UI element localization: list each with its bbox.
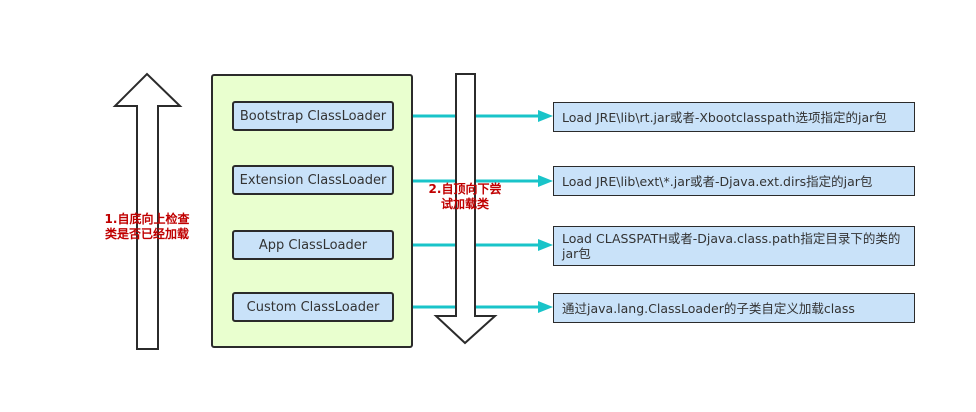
connector-app-head (538, 239, 553, 251)
up-arrow (112, 72, 183, 350)
extension-description: Load JRE\lib\ext\*.jar或者-Djava.ext.dirs指… (553, 166, 915, 196)
custom-classloader-box: Custom ClassLoader (232, 292, 394, 322)
connector-bootstrap-head (538, 110, 553, 122)
down-arrow (433, 73, 498, 345)
bootstrap-classloader-box: Bootstrap ClassLoader (232, 101, 394, 131)
bottom-up-note-line1: 1.自底向上检查 (104, 212, 190, 226)
top-down-note-line1: 2.自顶向下尝 (428, 182, 502, 196)
app-classloader-box: App ClassLoader (232, 230, 394, 260)
app-description: Load CLASSPATH或者-Djava.class.path指定目录下的类… (553, 226, 915, 266)
bootstrap-description: Load JRE\lib\rt.jar或者-Xbootclasspath选项指定… (553, 102, 915, 132)
extension-classloader-box: Extension ClassLoader (232, 165, 394, 195)
bottom-up-note: 1.自底向上检查 类是否已经加载 (96, 212, 198, 242)
bottom-up-note-line2: 类是否已经加载 (104, 227, 189, 241)
connector-extension-head (538, 175, 553, 187)
connector-custom-head (538, 301, 553, 313)
top-down-note: 2.自顶向下尝 试加载类 (418, 182, 512, 212)
custom-description: 通过java.lang.ClassLoader的子类自定义加载class (553, 293, 915, 323)
top-down-note-line2: 试加载类 (440, 197, 489, 211)
